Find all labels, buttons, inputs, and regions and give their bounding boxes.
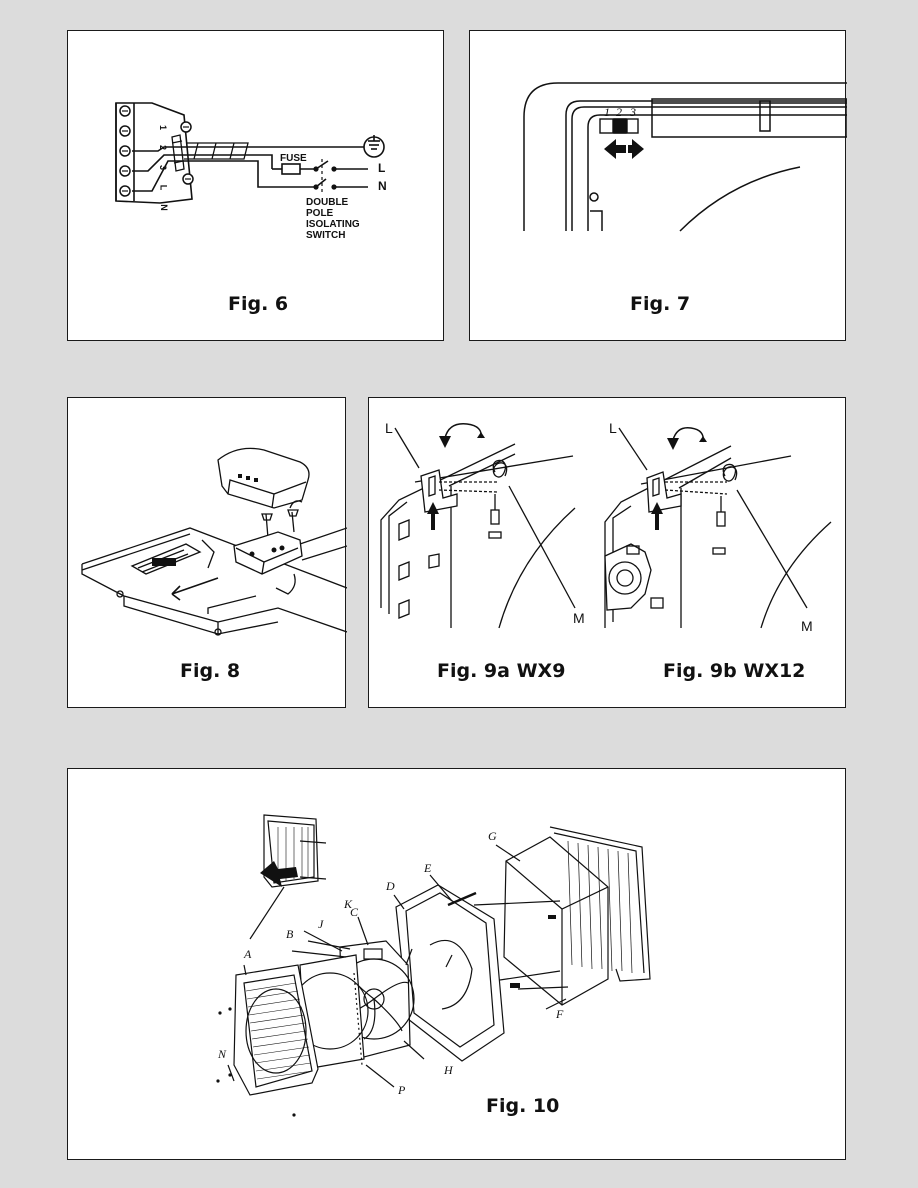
selector-position-2: 2	[616, 105, 622, 119]
part-label-p: P	[398, 1083, 406, 1097]
terminal-1-label: 1	[158, 124, 169, 131]
part-label-f: F	[556, 1007, 564, 1021]
exploded-fan-diagram	[216, 814, 651, 1117]
fig9-panel: L M L M Fig. 9a WX9 Fig. 9b WX12	[368, 397, 846, 708]
earth-icon	[363, 135, 385, 158]
wiring-diagram	[115, 102, 385, 204]
fig6-caption: Fig. 6	[228, 293, 289, 315]
switch-label-line-2: POLE	[306, 208, 334, 219]
double-arrow-icon	[604, 139, 644, 159]
fig9b-label-m: M	[801, 618, 813, 634]
part-label-g: G	[488, 829, 497, 843]
terminal-2-label: 2	[158, 144, 169, 151]
part-label-d: D	[386, 879, 395, 893]
fig10-panel: A B C D E F G H J K N P Fig. 10	[67, 768, 846, 1160]
connector-cover-diagram	[81, 447, 347, 636]
fig8-caption: Fig. 8	[180, 660, 241, 682]
part-label-n: N	[218, 1047, 227, 1061]
live-label: L	[378, 161, 386, 175]
fig10-caption: Fig. 10	[486, 1095, 560, 1117]
fig9a-caption: Fig. 9a WX9	[437, 660, 566, 682]
terminal-n-label: N	[158, 204, 169, 211]
fig9a-label-m: M	[573, 610, 585, 626]
fig8-panel: Fig. 8	[67, 397, 347, 708]
terminal-3-label: 3	[158, 164, 169, 171]
switch-label-line-4: SWITCH	[306, 230, 346, 241]
part-label-e: E	[424, 861, 432, 875]
part-label-b: B	[286, 927, 294, 941]
part-label-c: C	[350, 905, 359, 919]
part-label-k: K	[344, 897, 353, 911]
terminal-l-label: L	[158, 184, 169, 191]
fig9a-label-l: L	[385, 420, 393, 436]
fuse-label: FUSE	[280, 153, 307, 164]
neutral-label: N	[378, 179, 387, 193]
fig7-panel: 1 2 3 Fig. 7	[469, 30, 847, 341]
pull-cord-diagram	[380, 423, 832, 629]
fig9b-label-l: L	[609, 420, 617, 436]
speed-selector-diagram	[523, 82, 847, 232]
fig6-panel: 1 2 3 L N FUSE L N DOUBLE POLE ISOLATING…	[67, 30, 444, 341]
selector-position-1: 1	[604, 105, 610, 119]
selector-position-3: 3	[630, 105, 636, 119]
switch-label-line-3: ISOLATING	[306, 219, 360, 230]
fig9b-caption: Fig. 9b WX12	[663, 660, 806, 682]
part-label-h: H	[444, 1063, 453, 1077]
switch-label-line-1: DOUBLE	[306, 197, 349, 208]
fig7-caption: Fig. 7	[630, 293, 691, 315]
part-label-j: J	[318, 917, 324, 931]
part-label-a: A	[244, 947, 252, 961]
